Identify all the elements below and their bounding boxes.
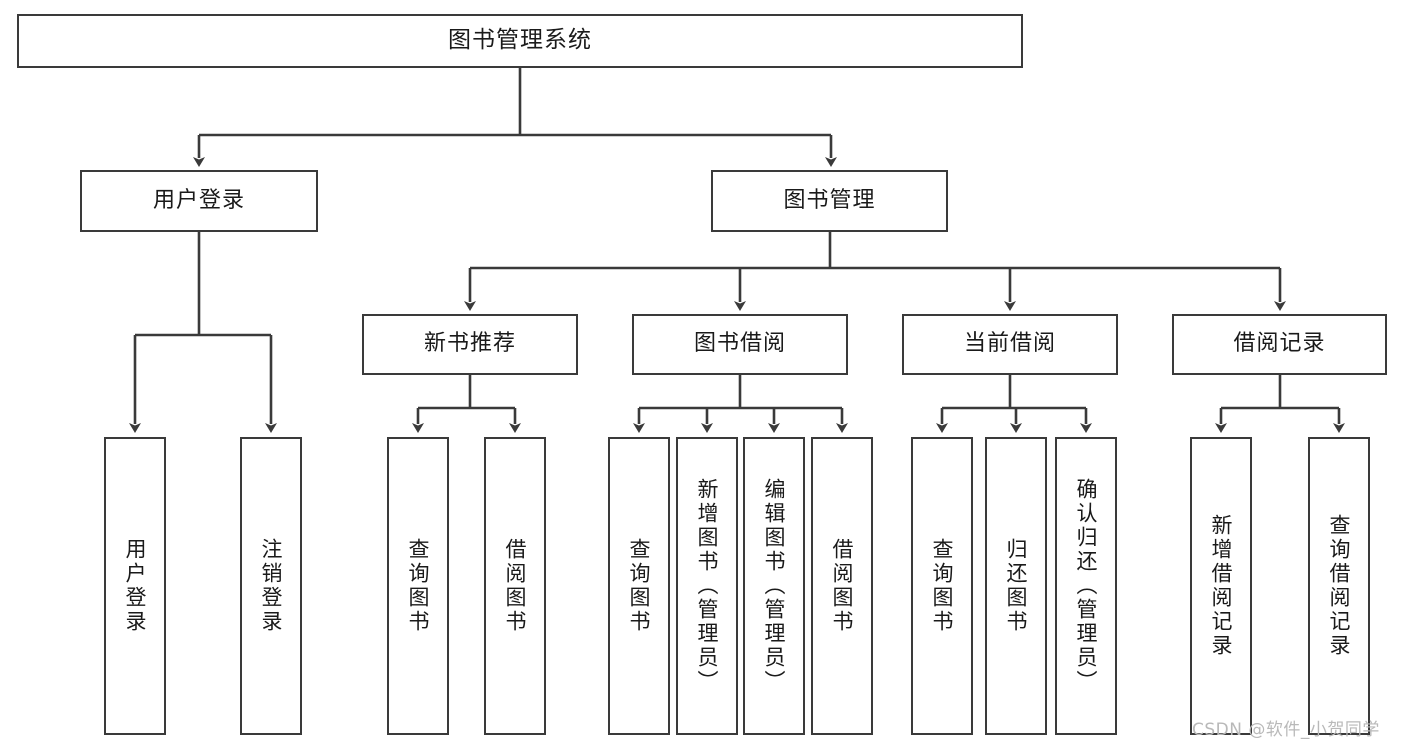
node-leaf-query-book-1-label: 查询图书 <box>406 538 431 634</box>
node-leaf-return-book[interactable]: 归还图书 <box>985 437 1047 735</box>
node-borrow-record[interactable]: 借阅记录 <box>1172 314 1387 375</box>
node-leaf-query-record-label: 查询借阅记录 <box>1327 514 1352 658</box>
node-leaf-add-book[interactable]: 新增图书（管理员） <box>676 437 738 735</box>
node-leaf-borrow-book-1[interactable]: 借阅图书 <box>484 437 546 735</box>
node-leaf-query-book-2-label: 查询图书 <box>627 538 652 634</box>
node-borrow-record-label: 借阅记录 <box>1233 331 1326 357</box>
node-book-borrow-label: 图书借阅 <box>693 331 786 357</box>
node-leaf-return-book-label: 归还图书 <box>1004 538 1029 634</box>
node-leaf-query-book-2[interactable]: 查询图书 <box>608 437 670 735</box>
node-leaf-borrow-book-1-label: 借阅图书 <box>503 538 528 634</box>
node-book-manage-label: 图书管理 <box>783 187 876 213</box>
node-root-system[interactable]: 图书管理系统 <box>17 14 1023 68</box>
node-leaf-edit-book[interactable]: 编辑图书（管理员） <box>743 437 805 735</box>
node-current-borrow[interactable]: 当前借阅 <box>902 314 1118 375</box>
node-leaf-query-book-3[interactable]: 查询图书 <box>911 437 973 735</box>
node-root-label: 图书管理系统 <box>448 27 592 54</box>
node-leaf-user-login-label: 用户登录 <box>123 538 148 634</box>
node-leaf-query-record[interactable]: 查询借阅记录 <box>1308 437 1370 735</box>
node-current-borrow-label: 当前借阅 <box>963 331 1056 357</box>
node-leaf-borrow-book-2-label: 借阅图书 <box>830 538 855 634</box>
node-leaf-user-login[interactable]: 用户登录 <box>104 437 166 735</box>
node-leaf-query-book-1[interactable]: 查询图书 <box>387 437 449 735</box>
node-book-borrow[interactable]: 图书借阅 <box>632 314 848 375</box>
csdn-watermark: CSDN @软件_小贺同学 <box>1192 720 1380 740</box>
node-new-book-recommend-label: 新书推荐 <box>423 331 516 357</box>
node-leaf-confirm-return-label: 确认归还（管理员） <box>1074 478 1099 694</box>
node-leaf-confirm-return[interactable]: 确认归还（管理员） <box>1055 437 1117 735</box>
node-leaf-query-book-3-label: 查询图书 <box>930 538 955 634</box>
node-new-book-recommend[interactable]: 新书推荐 <box>362 314 578 375</box>
node-leaf-borrow-book-2[interactable]: 借阅图书 <box>811 437 873 735</box>
node-leaf-logout-login-label: 注销登录 <box>259 538 284 634</box>
node-leaf-edit-book-label: 编辑图书（管理员） <box>762 478 787 694</box>
node-user-login-label: 用户登录 <box>152 187 245 213</box>
node-leaf-logout-login[interactable]: 注销登录 <box>240 437 302 735</box>
node-leaf-add-record[interactable]: 新增借阅记录 <box>1190 437 1252 735</box>
node-book-manage[interactable]: 图书管理 <box>711 170 948 232</box>
node-user-login[interactable]: 用户登录 <box>80 170 318 232</box>
node-leaf-add-book-label: 新增图书（管理员） <box>695 478 720 694</box>
node-leaf-add-record-label: 新增借阅记录 <box>1209 514 1234 658</box>
